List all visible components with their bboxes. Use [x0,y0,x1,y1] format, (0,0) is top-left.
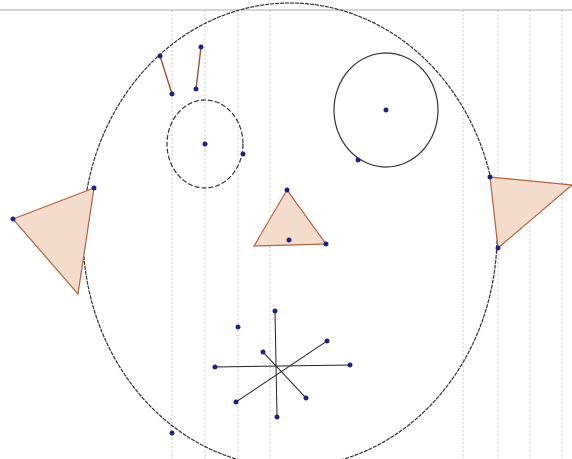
mouth-short-segment[interactable] [262,351,307,399]
point[interactable] [233,399,239,405]
point[interactable] [10,216,16,222]
point[interactable] [383,107,389,113]
point[interactable] [157,53,163,59]
mouth-horizontal-segment[interactable] [214,364,351,368]
mouth[interactable] [214,310,351,418]
eyebrow-segment[interactable] [195,46,202,90]
point[interactable] [169,430,175,436]
point[interactable] [169,91,175,97]
point[interactable] [495,245,501,251]
nose-triangle[interactable] [252,188,328,247]
eyebrow-segment[interactable] [159,55,173,95]
point[interactable] [198,44,204,50]
point[interactable] [286,237,292,243]
right-ear-triangle[interactable] [489,176,572,250]
point[interactable] [274,414,280,420]
point[interactable] [240,151,246,157]
point[interactable] [355,157,361,163]
point[interactable] [324,338,330,344]
point[interactable] [235,324,241,330]
point[interactable] [193,86,199,92]
point[interactable] [323,241,329,247]
point[interactable] [303,395,309,401]
point[interactable] [347,362,353,368]
points[interactable] [10,44,501,436]
point[interactable] [487,174,493,180]
point[interactable] [212,364,218,370]
left-eye-circle[interactable] [166,99,244,189]
left-ear-triangle[interactable] [11,187,95,296]
point[interactable] [260,349,266,355]
point[interactable] [202,141,208,147]
point[interactable] [284,187,290,193]
point[interactable] [272,308,278,314]
right-eye-circle[interactable] [333,52,439,168]
mouth-vertical-segment[interactable] [274,310,278,418]
point[interactable] [91,185,97,191]
eyebrow[interactable] [159,46,202,95]
